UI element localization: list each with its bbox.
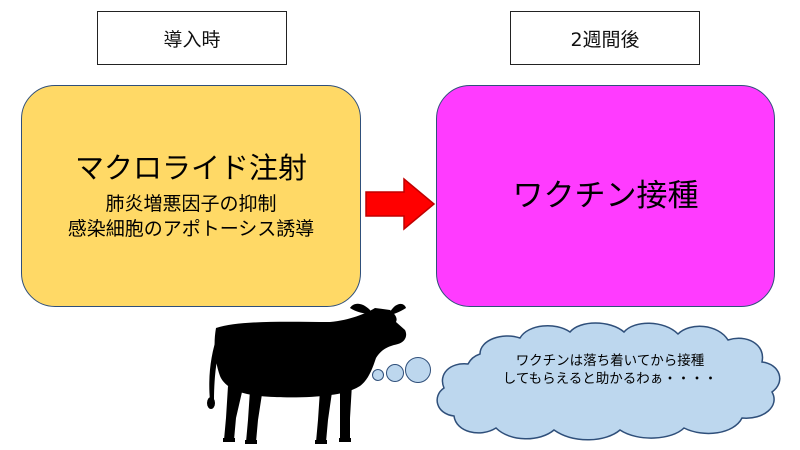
treatment-line-2: 感染細胞のアポトーシス誘導 <box>67 218 315 240</box>
treatment-box: マクロライド注射 肺炎増悪因子の抑制 感染細胞のアポトーシス誘導 <box>21 85 361 307</box>
treatment-title: マクロライド注射 <box>74 151 307 185</box>
label-before-text: 導入時 <box>163 28 221 51</box>
thought-line-2: してもらえると助かるわぁ・・・・ <box>502 371 718 387</box>
label-before-box: 導入時 <box>97 11 287 65</box>
arrow-shape <box>365 177 436 231</box>
label-after-box: 2週間後 <box>510 11 700 65</box>
thought-cloud-shape <box>436 322 781 441</box>
vaccination-box: ワクチン接種 <box>436 85 775 307</box>
thought-dot-large <box>405 357 431 383</box>
thought-dot-small <box>372 369 384 381</box>
thought-cloud <box>436 322 781 441</box>
vaccination-title: ワクチン接種 <box>512 178 699 214</box>
treatment-line-1: 肺炎増悪因子の抑制 <box>105 193 277 215</box>
thought-line-1: ワクチンは落ち着いてから接種 <box>515 353 705 369</box>
label-after-text: 2週間後 <box>570 28 640 51</box>
thought-dot-medium <box>386 364 404 382</box>
cow-silhouette-icon <box>207 303 407 444</box>
right-arrow-icon <box>365 177 436 231</box>
thought-text: ワクチンは落ち着いてから接種 してもらえると助かるわぁ・・・・ <box>440 352 780 388</box>
